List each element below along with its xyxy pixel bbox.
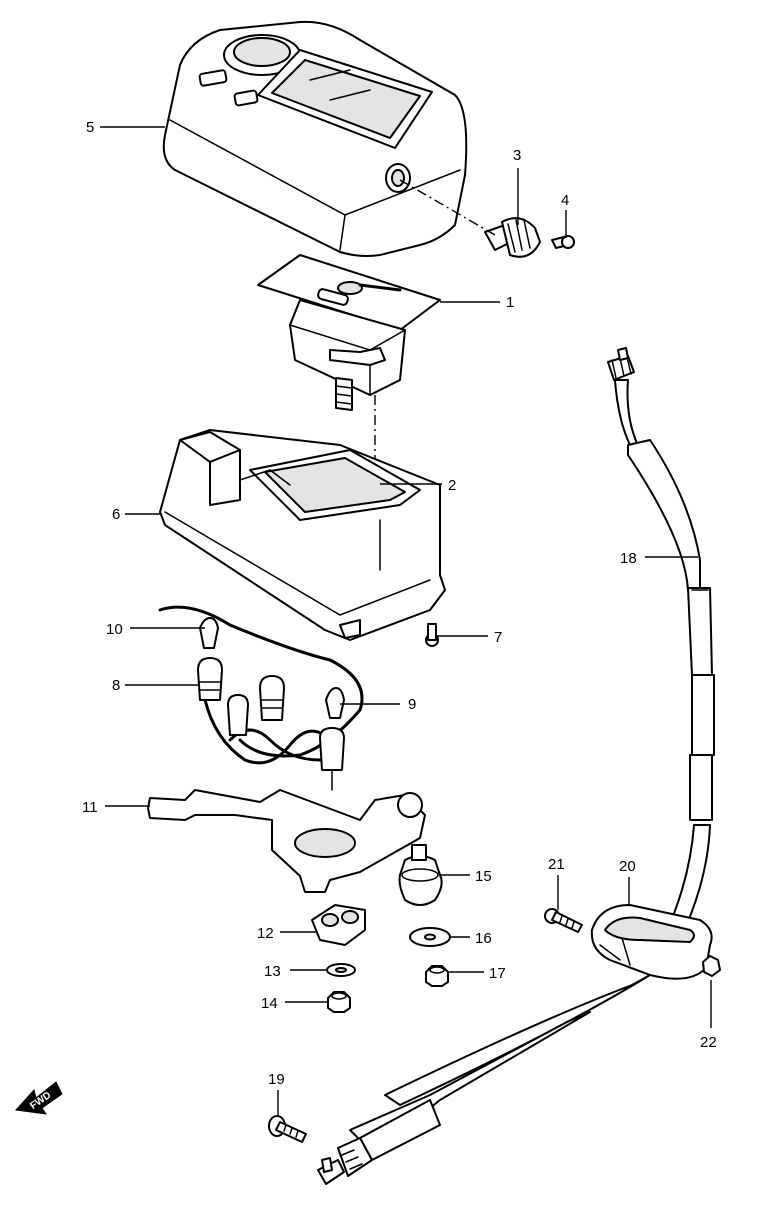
screw-7 bbox=[425, 623, 439, 647]
callout-17: 17 bbox=[489, 965, 506, 982]
speedometer-assembly bbox=[257, 254, 441, 411]
bolt-19 bbox=[268, 1115, 307, 1143]
meter-upper-case bbox=[162, 20, 468, 257]
meter-lower-case bbox=[159, 429, 446, 641]
nut-22 bbox=[702, 955, 721, 977]
fwd-arrow-icon: FWD bbox=[14, 1081, 63, 1115]
callout-19: 19 bbox=[268, 1071, 285, 1088]
callout-9: 9 bbox=[408, 696, 416, 713]
callout-12: 12 bbox=[257, 925, 274, 942]
callout-8: 8 bbox=[112, 677, 120, 694]
callout-7: 7 bbox=[494, 629, 502, 646]
callout-4: 4 bbox=[561, 192, 569, 209]
speedometer-cable bbox=[317, 347, 715, 1185]
cable-guide-20 bbox=[590, 904, 713, 980]
bolt-21 bbox=[544, 908, 583, 933]
callout-13: 13 bbox=[264, 963, 281, 980]
callout-21: 21 bbox=[548, 856, 565, 873]
callout-10: 10 bbox=[106, 621, 123, 638]
callout-5: 5 bbox=[86, 119, 94, 136]
callout-2: 2 bbox=[448, 477, 456, 494]
callout-20: 20 bbox=[619, 858, 636, 875]
callout-15: 15 bbox=[475, 868, 492, 885]
callout-11: 11 bbox=[82, 799, 98, 816]
screw-4 bbox=[551, 235, 575, 249]
washer-16 bbox=[409, 927, 451, 947]
callout-18: 18 bbox=[620, 550, 637, 567]
callout-14: 14 bbox=[261, 995, 278, 1012]
trip-knob bbox=[484, 217, 541, 258]
callout-16: 16 bbox=[475, 930, 492, 947]
nut-17 bbox=[425, 965, 449, 987]
grommet-15 bbox=[398, 844, 443, 906]
callout-3: 3 bbox=[513, 147, 521, 164]
callout-22: 22 bbox=[700, 1034, 717, 1051]
washer-13 bbox=[326, 963, 356, 977]
callout-6: 6 bbox=[112, 506, 120, 523]
callout-1: 1 bbox=[506, 294, 514, 311]
leader-lines bbox=[100, 126, 712, 1116]
callout-labels: 1 2 3 4 5 6 7 8 9 10 11 12 13 14 15 16 1… bbox=[82, 119, 717, 1088]
meter-bracket bbox=[147, 789, 426, 893]
nut-14 bbox=[327, 991, 351, 1013]
damper-12 bbox=[311, 904, 366, 946]
bulb-harness bbox=[158, 605, 364, 791]
